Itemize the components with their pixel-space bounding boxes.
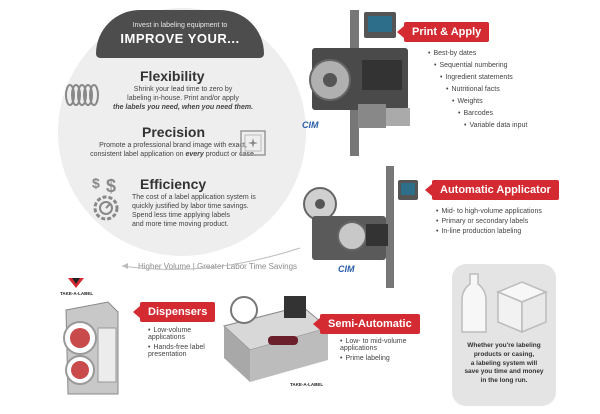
print-apply-machine-image <box>309 10 410 156</box>
circle-header: Invest in labeling equipment to IMPROVE … <box>96 10 264 58</box>
list-item: Low- to mid-volume applications <box>340 338 436 352</box>
target-frame-icon <box>240 130 266 156</box>
efficiency-text: The cost of a label application system i… <box>132 194 256 229</box>
cim-logo-print-apply: CIM <box>302 120 319 130</box>
dollar-gear-icon: $ $ <box>92 175 119 221</box>
list-item: Mid- to high-volume applications <box>436 208 556 215</box>
automatic-applicator-tag: Automatic Applicator <box>425 180 559 200</box>
list-item: Best-by dates <box>428 50 476 57</box>
list-item: Weights <box>452 98 482 105</box>
precision-title: Precision <box>142 124 206 140</box>
circle-subheading: Invest in labeling equipment to <box>132 22 228 29</box>
flexibility-text: Shrink your lead time to zero by labelin… <box>112 86 254 112</box>
take-a-label-logo-dispensers: TAKE-A-LABEL <box>60 291 94 296</box>
list-item: In-line production labeling <box>436 228 556 235</box>
semi-automatic-machine-image <box>222 296 330 382</box>
semi-automatic-tag: Semi-Automatic <box>313 314 420 334</box>
automatic-applicator-machine-image <box>303 166 418 288</box>
list-item: Nutritional facts <box>446 86 499 93</box>
list-item: Variable data input <box>464 122 527 129</box>
semi-automatic-bullets: Low- to mid-volume applications Prime la… <box>340 338 436 365</box>
dispensers-tag: Dispensers <box>132 302 216 322</box>
print-apply-tag: Print & Apply <box>396 22 490 42</box>
bottle-box-icon <box>461 273 548 334</box>
dispensers-bullets: Low-volume applications Hands-free label… <box>148 327 216 361</box>
arc-arrow-icon <box>121 247 301 270</box>
take-a-label-logo-semi-automatic: TAKE-A-LABEL <box>290 382 324 387</box>
automatic-applicator-bullets: Mid- to high-volume applications Primary… <box>436 208 556 238</box>
list-item: Low-volume applications <box>148 327 216 341</box>
list-item: Sequential numbering <box>434 62 507 69</box>
cim-logo-auto-applicator: CIM <box>338 264 355 274</box>
spring-icon <box>65 84 99 106</box>
list-item: Hands-free label presentation <box>148 344 216 358</box>
flexibility-title: Flexibility <box>140 68 205 84</box>
list-item: Prime labeling <box>340 355 436 362</box>
svg-text:$: $ <box>92 175 100 191</box>
dispenser-machine-image <box>63 301 119 395</box>
svg-text:$: $ <box>106 176 116 196</box>
callout-text: Whether you're labeling products or casi… <box>464 342 544 385</box>
circle-heading: IMPROVE YOUR... <box>120 31 240 46</box>
precision-text: Promote a professional brand image with … <box>90 142 256 159</box>
list-item: Barcodes <box>458 110 493 117</box>
list-item: Ingredient statements <box>440 74 512 81</box>
efficiency-title: Efficiency <box>140 176 207 192</box>
take-a-label-mark-icon <box>68 278 84 288</box>
list-item: Primary or secondary labels <box>436 218 556 225</box>
